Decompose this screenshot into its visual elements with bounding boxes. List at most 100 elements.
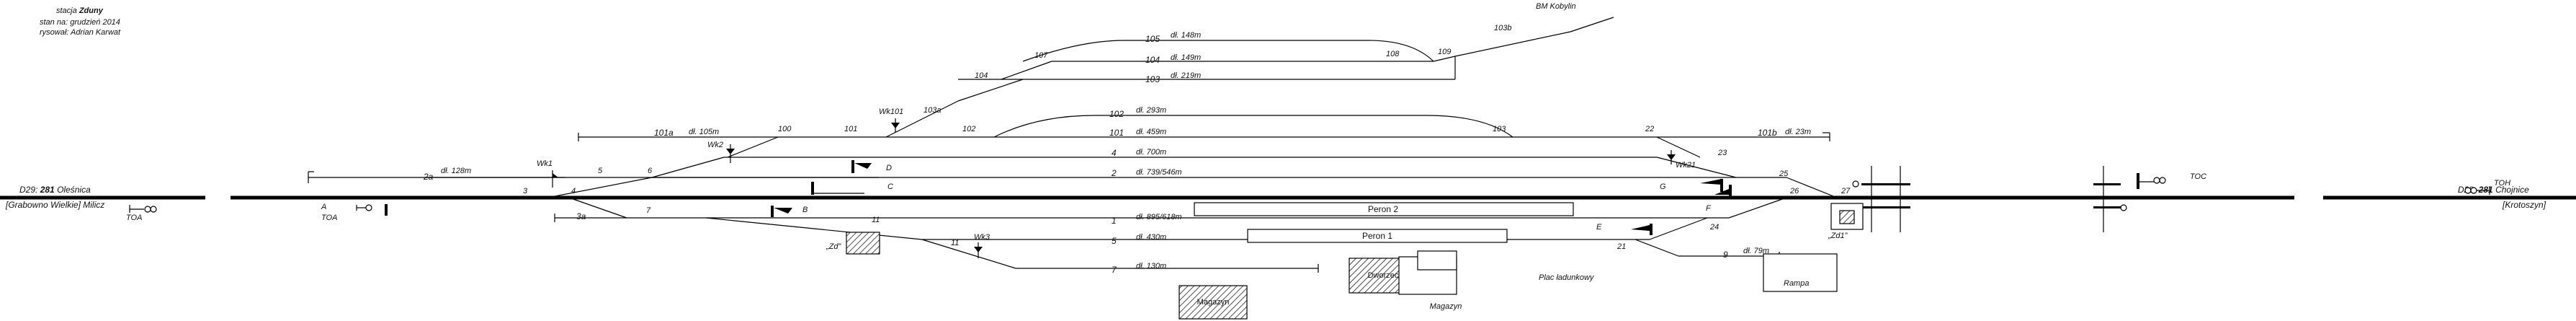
svg-text:Wk101: Wk101 bbox=[879, 107, 903, 116]
svg-text:Rampa: Rampa bbox=[1784, 279, 1809, 288]
svg-text:dł. 459m: dł. 459m bbox=[1136, 128, 1166, 136]
state-date: stan na: grudzień 2014 bbox=[40, 18, 120, 27]
signal-box-zd: „Zd” bbox=[826, 232, 880, 255]
wk21-signal-icon: Wk21 bbox=[1667, 150, 1696, 170]
svg-text:F: F bbox=[1706, 204, 1712, 213]
track-4: 4 dł. 700m bbox=[651, 148, 1737, 178]
siding-2a: 2a dł. 128m bbox=[308, 167, 565, 183]
svg-text:102: 102 bbox=[1109, 109, 1124, 119]
track-7: 7 dł. 130m bbox=[921, 239, 1319, 275]
author: rysował: Adrian Karwat bbox=[40, 28, 121, 37]
svg-text:22: 22 bbox=[1645, 125, 1654, 133]
svg-text:27: 27 bbox=[1841, 187, 1851, 195]
g-signal-icon: G bbox=[1660, 179, 1723, 192]
svg-text:Magazyn: Magazyn bbox=[1430, 302, 1462, 311]
svg-text:2: 2 bbox=[1111, 168, 1117, 178]
svg-text:104: 104 bbox=[975, 71, 988, 80]
svg-text:Magazyn: Magazyn bbox=[1197, 298, 1230, 307]
svg-text:104: 104 bbox=[1145, 55, 1160, 65]
svg-text:Dworzec: Dworzec bbox=[1368, 271, 1399, 280]
wk101-signal-icon: Wk101 bbox=[879, 107, 903, 133]
svg-text:11: 11 bbox=[951, 239, 959, 247]
svg-text:E: E bbox=[1596, 223, 1602, 232]
warehouse-annex: Magazyn bbox=[1417, 250, 1462, 311]
svg-text:dł. 105m: dł. 105m bbox=[689, 128, 719, 136]
svg-text:3: 3 bbox=[523, 187, 528, 195]
svg-text:dł. 130m: dł. 130m bbox=[1136, 262, 1166, 271]
d-signal-icon: D bbox=[851, 160, 892, 173]
svg-text:6: 6 bbox=[648, 167, 653, 175]
branch-tracks: 105 dł. 148m 104 dł. 149m 103 dł. 219m B… bbox=[885, 2, 1614, 138]
station-name: Zduny bbox=[79, 6, 104, 15]
loading-yard: Plac ładunkowy bbox=[1539, 273, 1595, 282]
svg-text:103a: 103a bbox=[923, 106, 941, 115]
warehouse: Magazyn bbox=[1179, 285, 1248, 320]
svg-text:D29: 281 Oleśnica: D29: 281 Oleśnica bbox=[19, 185, 91, 195]
svg-text:7: 7 bbox=[646, 206, 651, 215]
svg-text:dł. 739/546m: dł. 739/546m bbox=[1136, 168, 1182, 177]
b-signal-icon: B bbox=[771, 206, 808, 217]
svg-text:dł. 219m: dł. 219m bbox=[1171, 71, 1201, 80]
svg-text:Plac ładunkowy: Plac ładunkowy bbox=[1539, 273, 1595, 282]
svg-text:dł. 128m: dł. 128m bbox=[441, 167, 471, 175]
platform-2: Peron 2 bbox=[1194, 202, 1574, 216]
svg-text:dł. 23m: dł. 23m bbox=[1785, 128, 1811, 136]
svg-text:stacja Zduny: stacja Zduny bbox=[56, 6, 104, 15]
svg-text:dł. 700m: dł. 700m bbox=[1136, 148, 1166, 157]
svg-text:24: 24 bbox=[1709, 223, 1719, 232]
level-crossing-2 bbox=[2093, 166, 2127, 232]
svg-text:Wk3: Wk3 bbox=[974, 233, 990, 242]
svg-text:105: 105 bbox=[1145, 34, 1160, 44]
svg-text:dł. 293m: dł. 293m bbox=[1136, 106, 1166, 115]
track-102: 102 dł. 293m bbox=[993, 106, 1513, 138]
toc-signal-icon: TOC bbox=[2137, 172, 2206, 189]
svg-text:4: 4 bbox=[1112, 148, 1117, 158]
svg-text:102: 102 bbox=[962, 125, 975, 133]
svg-text:100: 100 bbox=[778, 125, 792, 133]
ramp: Rampa bbox=[1763, 253, 1838, 292]
svg-text:Peron 1: Peron 1 bbox=[1362, 231, 1392, 241]
svg-text:„Zd”: „Zd” bbox=[826, 242, 842, 251]
toh-signal-icon: TOH bbox=[2464, 179, 2510, 195]
switch-labels: 3 4 5 6 7 11 11 101 102 100 103 22 23 25… bbox=[523, 24, 1851, 251]
a-signal-icon: A TOA bbox=[321, 203, 388, 222]
svg-text:dł. 148m: dł. 148m bbox=[1171, 31, 1201, 40]
svg-text:[Krotoszyn]: [Krotoszyn] bbox=[2502, 200, 2546, 210]
svg-text:103b: 103b bbox=[1494, 24, 1511, 32]
svg-text:C: C bbox=[887, 183, 893, 191]
svg-text:[Grabowno Wielkie] Milicz: [Grabowno Wielkie] Milicz bbox=[5, 200, 104, 210]
track-2: 2 dł. 739/546m bbox=[425, 168, 1838, 198]
svg-text:Wk1: Wk1 bbox=[537, 159, 553, 168]
svg-text:A: A bbox=[321, 203, 326, 211]
station-prefix: stacja bbox=[56, 6, 77, 15]
svg-text:101: 101 bbox=[844, 125, 857, 133]
svg-text:7: 7 bbox=[1112, 265, 1117, 275]
svg-text:107: 107 bbox=[1034, 51, 1048, 60]
svg-text:Wk21: Wk21 bbox=[1676, 161, 1696, 170]
svg-text:G: G bbox=[1660, 183, 1666, 191]
track-3: 1 dł. 895/618m bbox=[568, 197, 1787, 226]
east-line-label: D29: 281 Chojnice [Krotoszyn] TOH bbox=[2458, 179, 2546, 210]
svg-text:1: 1 bbox=[1112, 216, 1117, 226]
svg-text:4: 4 bbox=[571, 187, 576, 195]
west-line-label: D29: 281 Oleśnica [Grabowno Wielkie] Mil… bbox=[5, 185, 157, 222]
svg-text:TOA: TOA bbox=[126, 214, 142, 222]
svg-text:109: 109 bbox=[1438, 48, 1451, 56]
siding-9: 9 dł. 79m bbox=[1634, 239, 1780, 260]
toa-signal-icon: TOA bbox=[126, 205, 157, 222]
svg-text:TOC: TOC bbox=[2190, 172, 2206, 181]
wk1-signal-icon: Wk1 bbox=[537, 159, 558, 188]
platform-1: Peron 1 bbox=[1247, 229, 1508, 243]
svg-text:dł. 149m: dł. 149m bbox=[1171, 53, 1201, 62]
svg-text:108: 108 bbox=[1386, 50, 1400, 58]
svg-text:26: 26 bbox=[1789, 187, 1799, 195]
svg-text:5: 5 bbox=[598, 167, 603, 175]
e-signal-icon: E bbox=[1596, 223, 1653, 235]
c-signal-icon: C bbox=[811, 182, 893, 195]
svg-text:dł. 79m: dł. 79m bbox=[1743, 247, 1769, 255]
svg-text:101: 101 bbox=[1109, 128, 1124, 138]
svg-text:103: 103 bbox=[1145, 74, 1160, 84]
svg-text:„Zd1”: „Zd1” bbox=[1828, 232, 1848, 240]
svg-text:dł. 895/618m: dł. 895/618m bbox=[1136, 213, 1182, 221]
